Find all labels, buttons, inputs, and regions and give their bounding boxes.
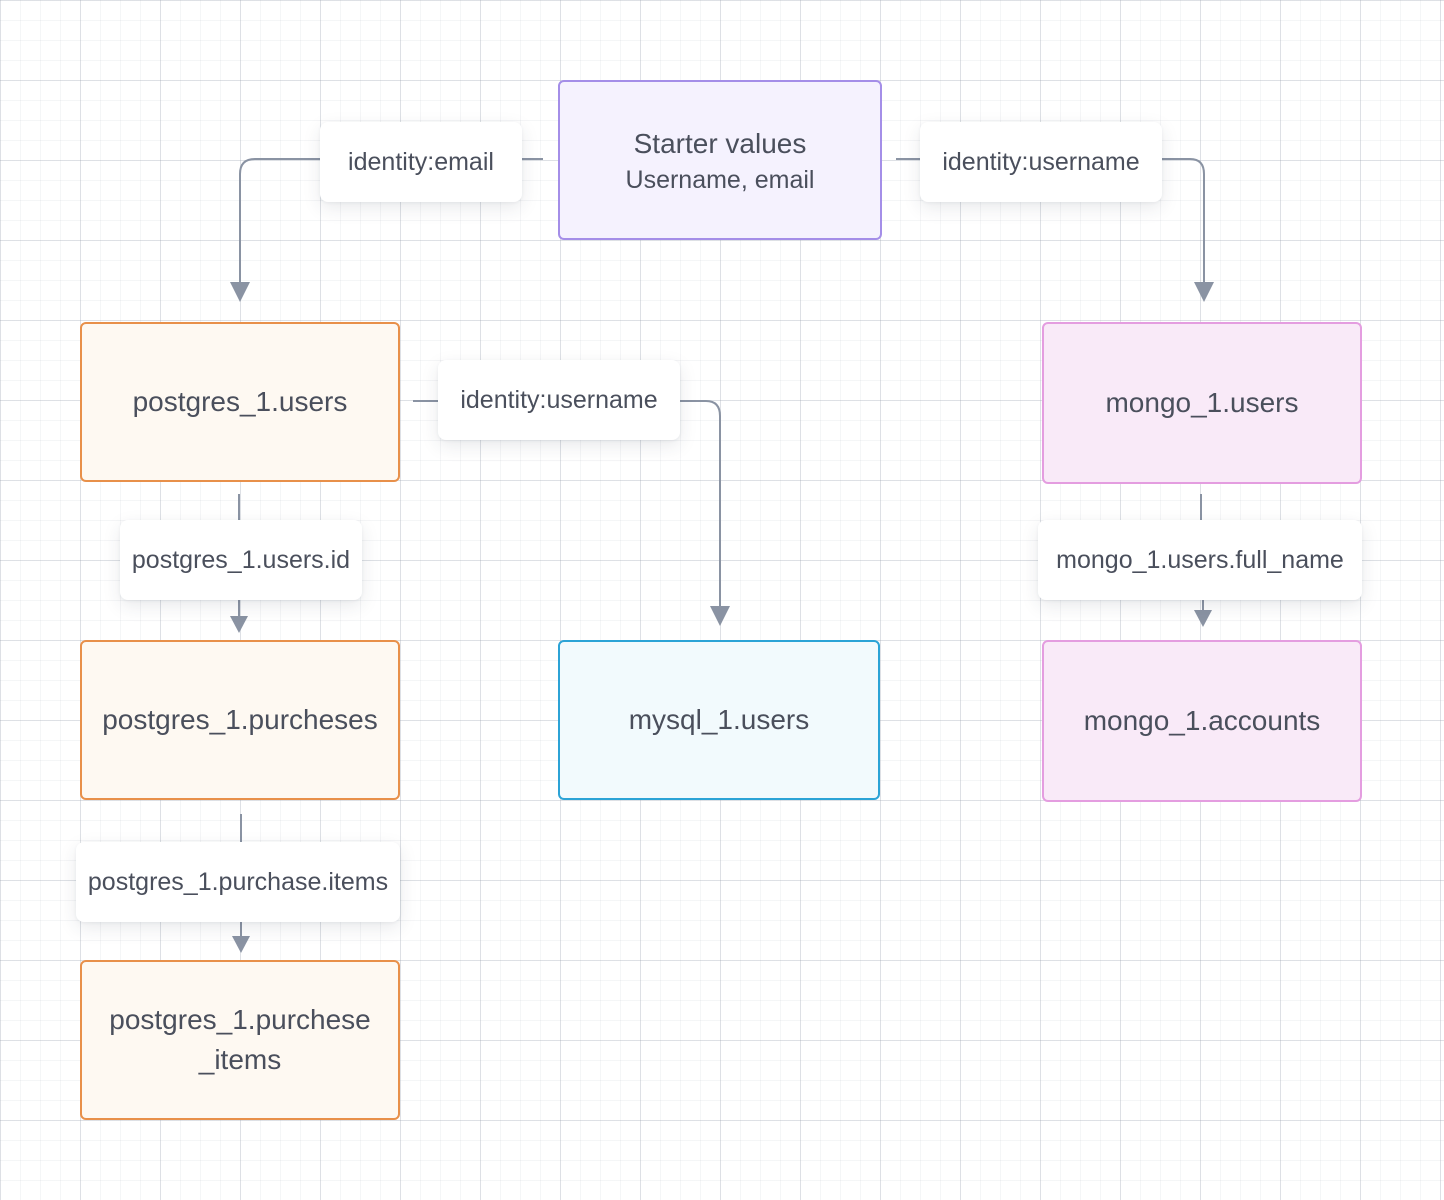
- edge-label-identity-username-mongo[interactable]: identity:username: [920, 122, 1162, 202]
- edge-label-mongo-users-full-name[interactable]: mongo_1.users.full_name: [1038, 520, 1362, 600]
- mongo-accounts-node[interactable]: mongo_1.accounts: [1042, 640, 1362, 802]
- edge-mongo-users-to-accounts: [1200, 494, 1204, 610]
- edge-label-postgres-purchase-items[interactable]: postgres_1.purchase.items: [76, 842, 400, 922]
- edge-starter-to-postgres: [239, 158, 543, 284]
- arrowhead-mysql-users: [710, 606, 730, 626]
- mongo-accounts-label: mongo_1.accounts: [1083, 705, 1321, 736]
- edge-postgres-to-mysql: [413, 400, 721, 608]
- postgres-purchese-items-node[interactable]: postgres_1.purchese _items: [80, 960, 400, 1120]
- postgres-users-node[interactable]: postgres_1.users: [80, 322, 400, 482]
- postgres-purchese-items-label: postgres_1.purchese _items: [109, 1004, 371, 1075]
- edge-label-identity-username-mysql[interactable]: identity:username: [438, 360, 680, 440]
- starter-values-title: Starter values: [633, 128, 807, 159]
- mongo-users-node[interactable]: mongo_1.users: [1042, 322, 1362, 484]
- mysql-users-node[interactable]: mysql_1.users: [558, 640, 880, 800]
- edge-label-identity-email[interactable]: identity:email: [320, 122, 522, 202]
- arrowhead-postgres-users: [230, 282, 250, 302]
- starter-values-subtitle: Username, email: [625, 166, 815, 194]
- arrowhead-mongo-users: [1194, 282, 1214, 302]
- arrowhead-mongo-accounts: [1194, 610, 1212, 627]
- mongo-users-label: mongo_1.users: [1105, 387, 1299, 418]
- edge-starter-to-mongo: [896, 158, 1205, 284]
- arrowhead-postgres-purcheses: [230, 616, 248, 633]
- edge-label-postgres-users-id[interactable]: postgres_1.users.id: [120, 520, 362, 600]
- postgres-users-label: postgres_1.users: [132, 386, 348, 417]
- postgres-purcheses-label: postgres_1.purcheses: [102, 704, 378, 735]
- mysql-users-label: mysql_1.users: [628, 704, 810, 735]
- postgres-purcheses-node[interactable]: postgres_1.purcheses: [80, 640, 400, 800]
- starter-values-node[interactable]: Starter values Username, email: [558, 80, 882, 240]
- arrowhead-postgres-purchese-items: [232, 936, 250, 953]
